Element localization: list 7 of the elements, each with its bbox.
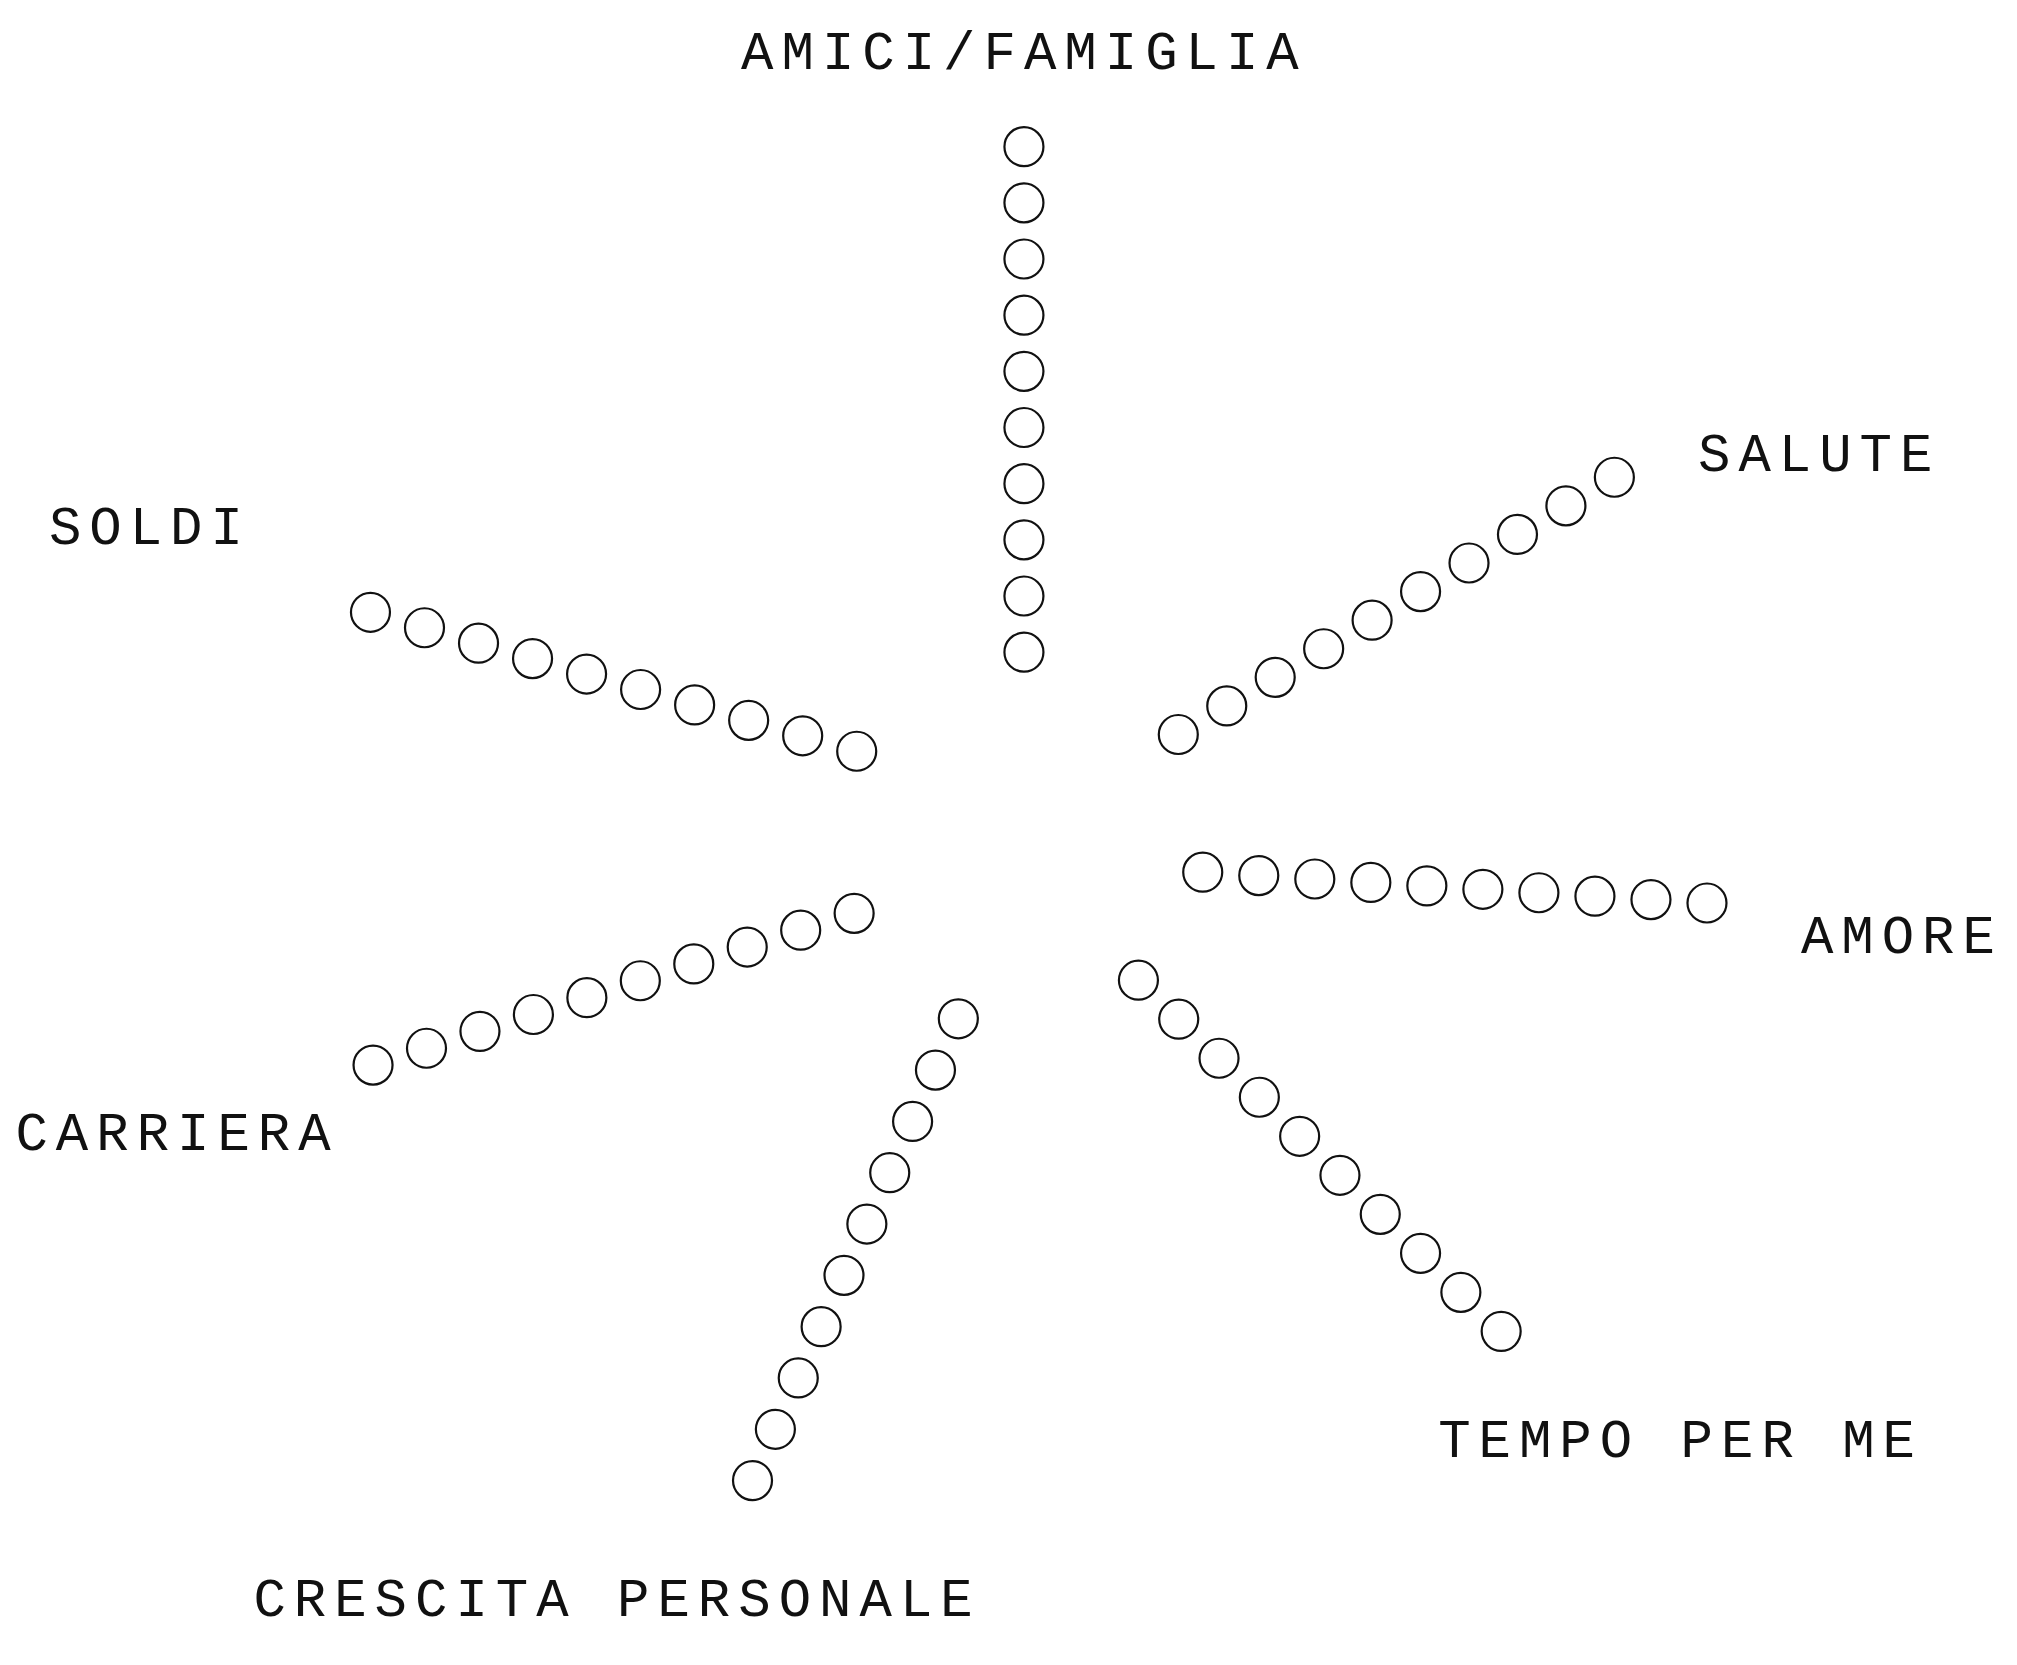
category-label: SOLDI — [48, 502, 251, 557]
category-label: CRESCITA PERSONALE — [253, 1574, 981, 1629]
category-label: AMICI/FAMIGLIA — [741, 28, 1307, 83]
category-label: CARRIERA — [15, 1108, 339, 1163]
category-label: AMORE — [1800, 912, 2003, 967]
category-label: TEMPO PER ME — [1438, 1416, 1923, 1471]
category-label: SALUTE — [1698, 429, 1941, 484]
